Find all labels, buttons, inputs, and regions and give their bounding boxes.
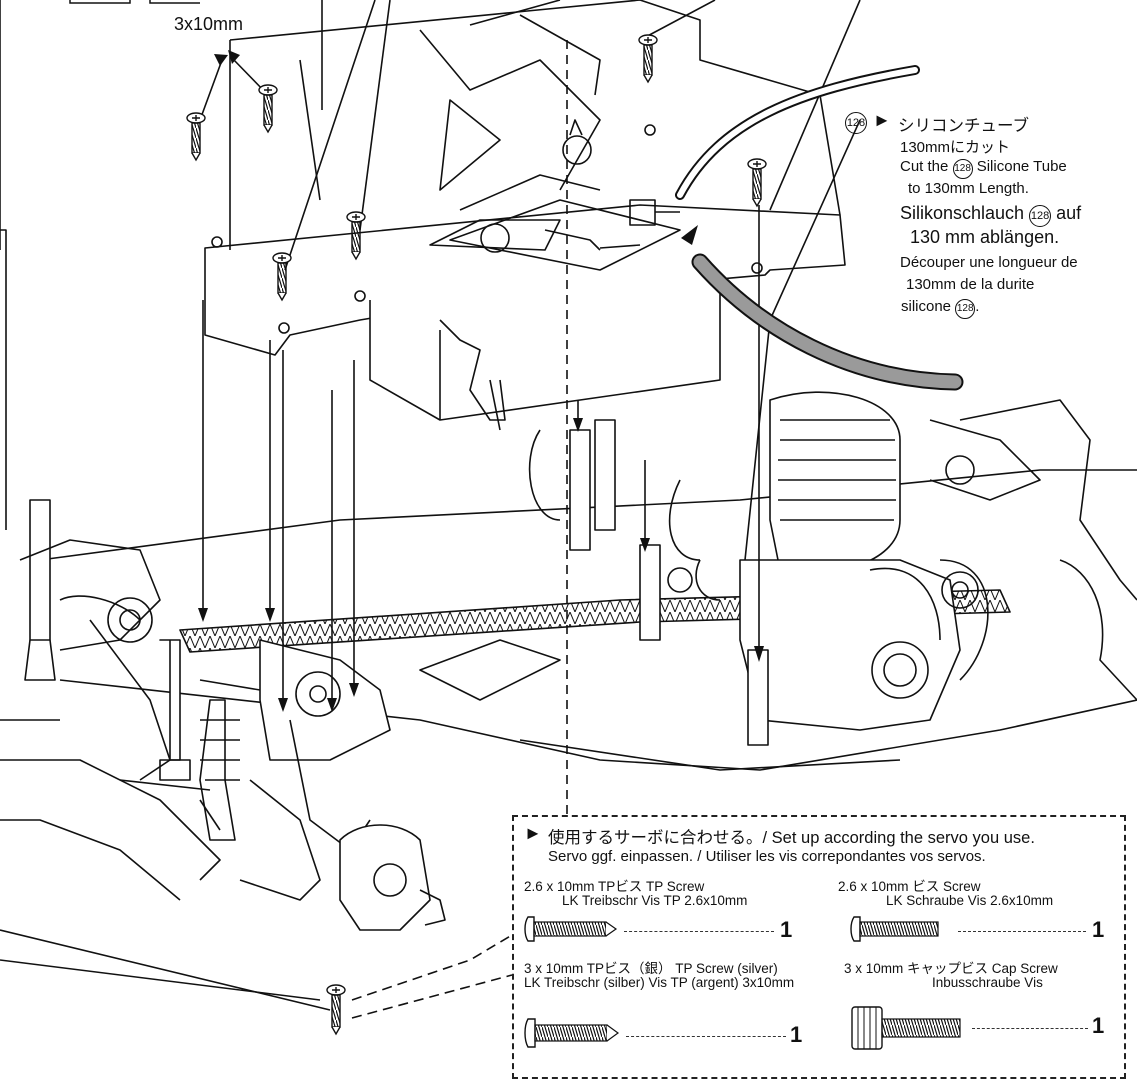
screw-group bbox=[186, 34, 767, 1036]
tube-de-length: 130 mm ablängen. bbox=[910, 227, 1060, 247]
part-qty: 1 bbox=[1092, 917, 1105, 942]
part-qty: 1 bbox=[1092, 1013, 1105, 1038]
tube-jp-title: シリコンチューブ bbox=[898, 117, 1030, 135]
parts-header-line1: 使用するサーボに合わせる。/ Set up according the serv… bbox=[548, 829, 1035, 847]
part-label: 2.6 x 10mm TPビス TP Screw bbox=[524, 879, 705, 894]
tube-en-length: to 130mm Length. bbox=[908, 180, 1029, 197]
part-qty: 1 bbox=[780, 917, 793, 942]
arrow-right-icon: ► bbox=[873, 110, 891, 130]
cap-screw-icon bbox=[851, 1006, 961, 1050]
parts-box: ► 使用するサーボに合わせる。/ Set up according the se… bbox=[512, 815, 1126, 1079]
chassis-plate bbox=[39, 469, 1137, 561]
part-label: 3 x 10mm キャップビス Cap Screw bbox=[844, 961, 1058, 976]
tp-screw-silver-icon bbox=[524, 1018, 620, 1048]
parts-header-line2: Servo ggf. einpassen. / Utiliser les vis… bbox=[548, 848, 986, 865]
part-label-sub: LK Schraube Vis 2.6x10mm bbox=[886, 893, 1054, 908]
arrow-right-icon: ► bbox=[524, 823, 542, 843]
tp-screw-icon bbox=[524, 916, 618, 942]
tube-en-text: Cut the 128 Silicone Tube bbox=[900, 158, 1067, 179]
part-label-sub: LK Treibschr Vis TP 2.6x10mm bbox=[562, 893, 748, 908]
tube-de-text: Silikonschlauch 128 auf bbox=[900, 203, 1081, 227]
tube-fr-line3: silicone 128. bbox=[901, 298, 979, 319]
part-label-sub: Inbusschraube Vis bbox=[932, 975, 1043, 990]
part-qty: 1 bbox=[790, 1022, 803, 1047]
part-label-sub: LK Treibschr (silber) Vis TP (argent) 3x… bbox=[524, 975, 795, 990]
tube-jp-cut: 130mmにカット bbox=[900, 139, 1011, 156]
machine-screw-icon bbox=[850, 916, 939, 942]
part-label: 2.6 x 10mm ビス Screw bbox=[838, 879, 981, 894]
tube-fr-line1: Découper une longueur de bbox=[900, 254, 1078, 271]
part-label: 3 x 10mm TPビス（銀） TP Screw (silver) bbox=[524, 961, 778, 976]
left-suspension bbox=[29, 499, 51, 641]
tube-fr-line2: 130mm de la durite bbox=[906, 276, 1035, 293]
part-number-circle: 128 bbox=[845, 112, 867, 134]
screw-size-label: 3x10mm bbox=[174, 14, 244, 34]
